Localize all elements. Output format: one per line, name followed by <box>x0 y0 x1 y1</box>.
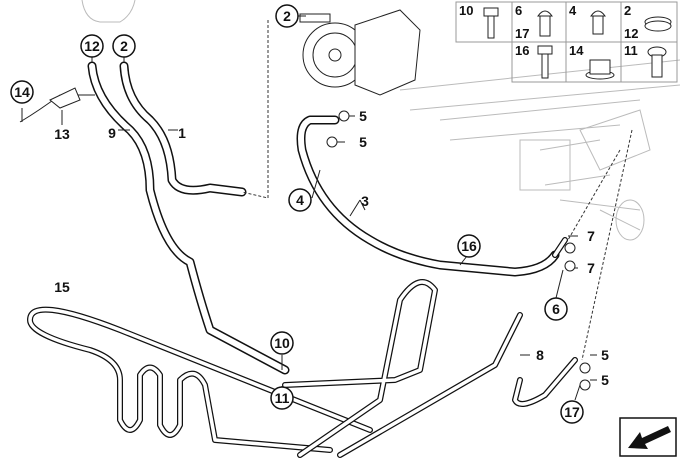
fastener-legend: 10 6 17 4 2 12 16 14 11 <box>455 1 678 83</box>
legend-2: 2 <box>624 3 631 18</box>
svg-text:10: 10 <box>274 335 290 351</box>
callout-2-top[interactable]: 2 <box>275 4 299 28</box>
callout-6[interactable]: 6 <box>544 297 568 321</box>
legend-14: 14 <box>569 43 584 58</box>
label-1: 1 <box>178 125 186 141</box>
label-13: 13 <box>54 126 70 142</box>
callout-17[interactable]: 17 <box>560 400 584 424</box>
hose-clamp-icon <box>644 16 672 32</box>
label-9: 9 <box>108 125 116 141</box>
reservoir-ghost <box>81 0 136 23</box>
svg-text:11: 11 <box>275 390 290 406</box>
legend-16: 16 <box>515 43 529 58</box>
label-5a: 5 <box>359 108 367 124</box>
power-steering-pump <box>299 9 421 96</box>
legend-4: 4 <box>569 3 577 18</box>
label-5c: 5 <box>601 347 609 363</box>
label-15: 15 <box>54 279 70 295</box>
label-7b: 7 <box>587 260 595 276</box>
hex-bolt-icon <box>537 45 553 79</box>
washer <box>564 242 576 254</box>
callout-4[interactable]: 4 <box>288 188 312 212</box>
return-hoses <box>19 61 290 375</box>
svg-text:12: 12 <box>84 38 100 54</box>
callout-11[interactable]: 11 <box>270 386 294 410</box>
banjo-bolt-icon <box>537 10 553 37</box>
label-3: 3 <box>361 193 369 209</box>
washer <box>579 362 591 374</box>
callout-14[interactable]: 14 <box>10 80 34 104</box>
hex-bolt-icon <box>483 7 499 39</box>
legend-10: 10 <box>459 3 473 18</box>
svg-text:17: 17 <box>564 404 580 420</box>
washer <box>579 379 591 391</box>
leader-dashed <box>581 129 633 361</box>
legend-12: 12 <box>624 26 638 41</box>
leader-dashed <box>567 149 621 241</box>
callout-2[interactable]: 2 <box>112 34 136 58</box>
pressure-hose <box>296 115 568 277</box>
callout-16[interactable]: 16 <box>457 234 481 258</box>
cooler-loop-line <box>27 279 578 458</box>
label-7a: 7 <box>587 228 595 244</box>
label-8: 8 <box>536 347 544 363</box>
label-5d: 5 <box>601 372 609 388</box>
leader-dashed <box>241 20 269 199</box>
svg-text:14: 14 <box>14 84 30 100</box>
svg-text:4: 4 <box>296 192 304 208</box>
washer <box>564 260 576 272</box>
socket-screw-icon <box>647 46 667 78</box>
svg-text:2: 2 <box>120 38 128 54</box>
orientation-arrow-icon <box>619 417 677 457</box>
legend-11: 11 <box>624 43 638 58</box>
steering-rack-ghost <box>399 59 680 241</box>
callout-10[interactable]: 10 <box>270 331 294 355</box>
callout-12[interactable]: 12 <box>80 34 104 58</box>
lead-lines <box>21 15 597 401</box>
svg-text:2: 2 <box>283 8 291 24</box>
label-5b: 5 <box>359 134 367 150</box>
washer <box>326 136 338 148</box>
legend-17: 17 <box>515 26 529 41</box>
svg-text:6: 6 <box>552 301 560 317</box>
banjo-bolt-icon <box>590 10 606 35</box>
washer <box>338 110 350 122</box>
legend-6: 6 <box>515 3 522 18</box>
svg-text:16: 16 <box>461 238 477 254</box>
collar-nut-icon <box>585 59 615 80</box>
